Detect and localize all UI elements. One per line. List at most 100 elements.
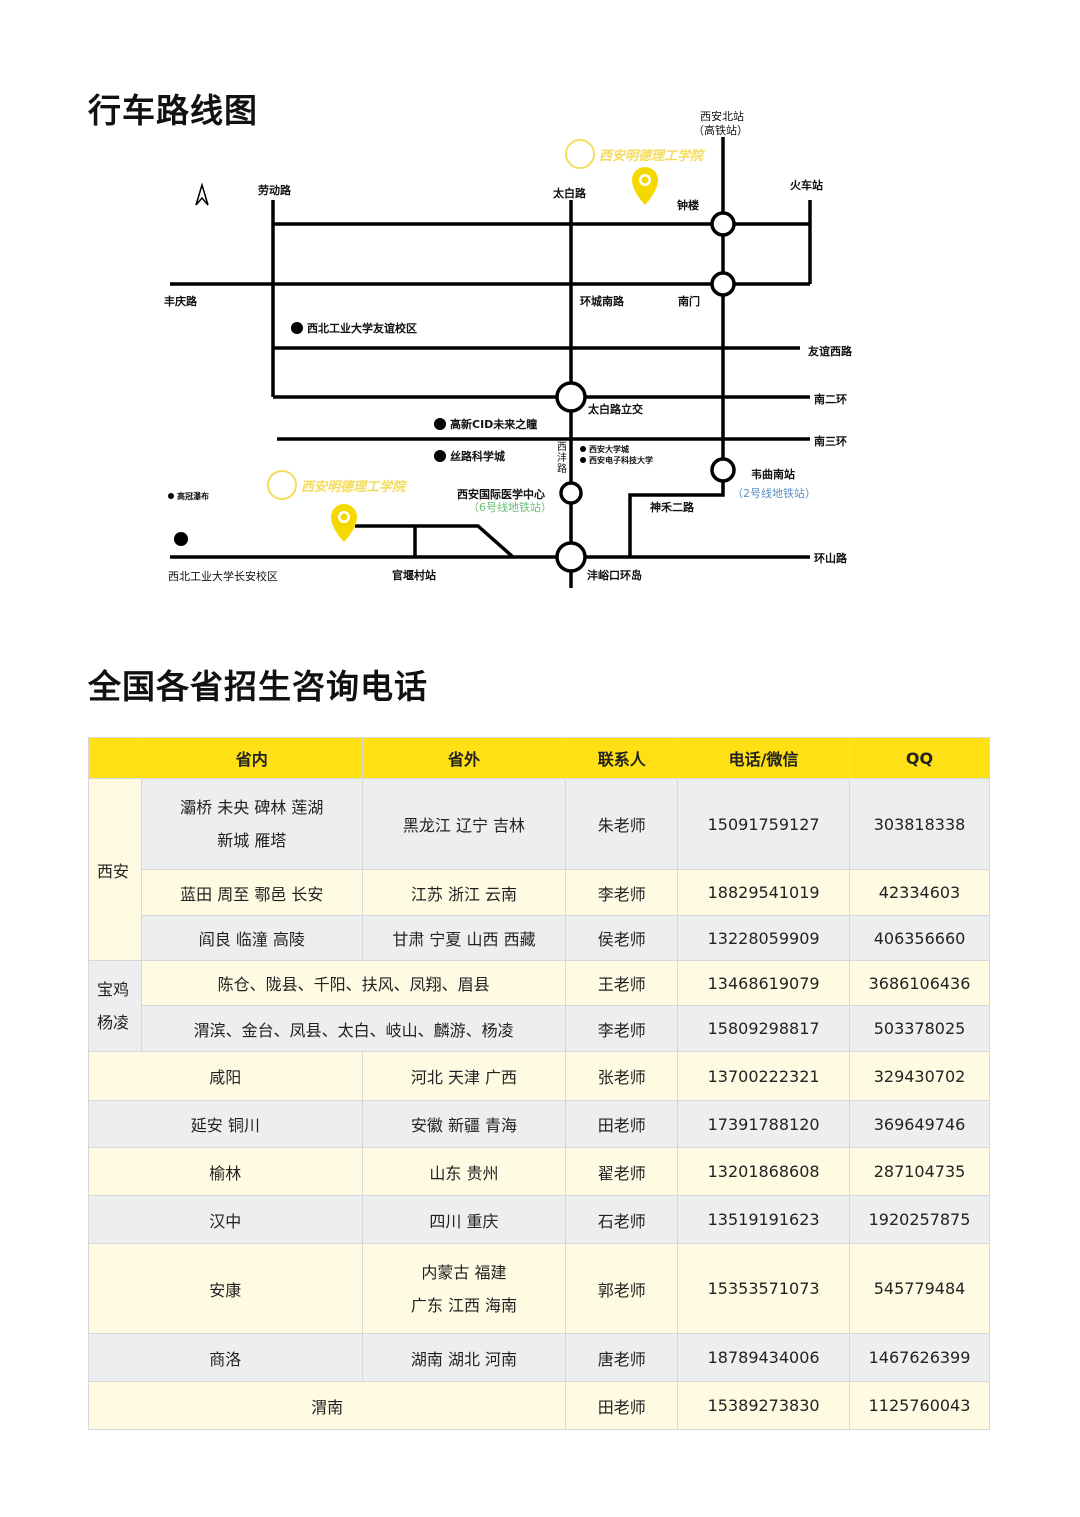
label-line6: （6号线地铁站） xyxy=(468,501,552,514)
inner-cell: 榆林 xyxy=(88,1147,363,1196)
phone-cell: 13201868608 xyxy=(677,1147,851,1196)
inner-cell: 灞桥 未央 碑林 莲湖 新城 雁塔 xyxy=(140,778,363,870)
contact-cell: 郭老师 xyxy=(565,1243,679,1334)
phone-cell: 13519191623 xyxy=(677,1195,851,1244)
inner-cell: 安康 xyxy=(88,1243,363,1334)
qq-cell: 545779484 xyxy=(849,1243,990,1334)
label-huancheng-south: 环城南路 xyxy=(580,295,624,308)
table-row: 西安 灞桥 未央 碑林 莲湖 新城 雁塔 黑龙江 辽宁 吉林 朱老师 15091… xyxy=(88,778,990,961)
group-cell: 宝鸡 杨凌 xyxy=(88,960,142,1052)
qq-cell: 42334603 xyxy=(849,869,990,916)
table-row: 蓝田 周至 鄠邑 长安 江苏 浙江 云南 李老师 18829541019 423… xyxy=(88,869,990,916)
phone-cell: 18829541019 xyxy=(677,869,851,916)
qq-cell: 503378025 xyxy=(849,1005,990,1052)
table-row: 汉中 四川 重庆 石老师 13519191623 1920257875 xyxy=(88,1195,990,1244)
label-xian-north: 西安北站 xyxy=(700,110,744,123)
inner-cell: 渭滨、金台、凤县、太白、岐山、麟游、杨凌 xyxy=(140,1005,567,1052)
phone-cell: 15809298817 xyxy=(677,1005,851,1052)
qq-cell: 3686106436 xyxy=(849,960,990,1006)
qq-cell: 406356660 xyxy=(849,915,990,961)
phone-cell: 15091759127 xyxy=(677,778,851,870)
group-cell: 西安 xyxy=(88,778,142,961)
phone-cell: 18789434006 xyxy=(677,1333,851,1382)
header-cell: 联系人 xyxy=(565,737,679,779)
station-fengyukou xyxy=(555,541,587,573)
outer-cell: 河北 天津 广西 xyxy=(361,1051,567,1101)
label-youyi-west: 友谊西路 xyxy=(808,345,852,358)
inner-cell: 咸阳 xyxy=(88,1051,363,1101)
table-header-row: 省内 省外 联系人 电话/微信 QQ xyxy=(88,737,990,779)
school-seal-icon xyxy=(565,139,595,169)
outer-cell: 黑龙江 辽宁 吉林 xyxy=(361,778,567,870)
station-taibai-overpass xyxy=(555,381,587,413)
label-silk-road: 丝路科学城 xyxy=(434,448,505,464)
label-nwpu-youyi: 西北工业大学友谊校区 xyxy=(291,320,417,336)
contact-cell: 王老师 xyxy=(565,960,679,1006)
contact-cell: 田老师 xyxy=(565,1381,679,1430)
table-row: 宝鸡 杨凌 陈仓、陇县、千阳、扶风、凤翔、眉县 王老师 13468619079 … xyxy=(88,960,990,1052)
roads xyxy=(170,137,812,588)
station-nanmen xyxy=(710,271,736,297)
contact-cell: 张老师 xyxy=(565,1051,679,1101)
school-logo: 西安明德理工学院 xyxy=(267,470,405,500)
label-huanshan: 环山路 xyxy=(814,552,847,565)
location-pin-icon xyxy=(331,504,357,542)
outer-cell: 安徽 新疆 青海 xyxy=(361,1100,567,1148)
nwpu-changan-marker xyxy=(174,532,188,546)
inner-cell: 汉中 xyxy=(88,1195,363,1244)
inner-cell: 商洛 xyxy=(88,1333,363,1382)
stations xyxy=(555,211,736,573)
label-medical-center: 西安国际医学中心 xyxy=(457,488,545,501)
contact-table: 省内 省外 联系人 电话/微信 QQ 西安 灞桥 未央 碑林 莲湖 新城 雁塔 … xyxy=(87,737,990,1430)
inner-cell: 阎良 临潼 高陵 xyxy=(140,915,363,961)
label-laodong: 劳动路 xyxy=(258,184,291,197)
label-guanyan: 官堰村站 xyxy=(392,569,436,582)
phone-cell: 17391788120 xyxy=(677,1100,851,1148)
label-railway: 火车站 xyxy=(790,179,823,192)
qq-cell: 329430702 xyxy=(849,1051,990,1101)
header-cell: 电话/微信 xyxy=(677,737,851,779)
table-row: 阎良 临潼 高陵 甘肃 宁夏 山西 西藏 侯老师 13228059909 406… xyxy=(88,915,990,961)
contact-cell: 唐老师 xyxy=(565,1333,679,1382)
label-shenhe: 神禾二路 xyxy=(650,501,694,514)
north-arrow-icon xyxy=(195,182,209,206)
station-zhonglou xyxy=(710,211,736,237)
phone-cell: 13468619079 xyxy=(677,960,851,1006)
school-seal-icon xyxy=(267,470,297,500)
qq-cell: 1920257875 xyxy=(849,1195,990,1244)
location-pin-icon xyxy=(632,167,658,205)
inner-cell: 渭南 xyxy=(87,1381,567,1430)
label-taibai: 太白路 xyxy=(553,187,586,200)
phone-cell: 15353571073 xyxy=(677,1243,851,1334)
label-nan-erhuan: 南二环 xyxy=(814,393,847,406)
contact-cell: 侯老师 xyxy=(565,915,679,961)
contact-cell: 李老师 xyxy=(565,869,679,916)
phone-cell: 13700222321 xyxy=(677,1051,851,1101)
station-weiqu xyxy=(710,457,736,483)
label-fengyukou: 沣峪口环岛 xyxy=(587,569,642,582)
label-gaoguan: 高冠瀑布 xyxy=(168,491,209,502)
table-row: 延安 铜川 安徽 新疆 青海 田老师 17391788120 369649746 xyxy=(88,1100,990,1148)
label-cid: 高新CID未来之瞳 xyxy=(434,416,537,432)
outer-cell: 湖南 湖北 河南 xyxy=(361,1333,567,1382)
outer-cell: 甘肃 宁夏 山西 西藏 xyxy=(361,915,567,961)
contact-cell: 朱老师 xyxy=(565,778,679,870)
route-map xyxy=(170,137,812,588)
qq-cell: 369649746 xyxy=(849,1100,990,1148)
road-branch xyxy=(355,524,515,559)
outer-cell: 内蒙古 福建 广东 江西 海南 xyxy=(361,1243,567,1334)
inner-cell: 延安 铜川 xyxy=(88,1100,363,1148)
map-title: 行车路线图 xyxy=(88,91,258,130)
inner-cell: 陈仓、陇县、千阳、扶风、凤翔、眉县 xyxy=(140,960,567,1006)
outer-cell: 四川 重庆 xyxy=(361,1195,567,1244)
label-nwpu-changan: 西北工业大学长安校区 xyxy=(168,570,278,583)
qq-cell: 287104735 xyxy=(849,1147,990,1196)
qq-cell: 1467626399 xyxy=(849,1333,990,1382)
station-medical xyxy=(559,481,583,505)
table-row: 渭南 田老师 15389273830 1125760043 xyxy=(87,1381,990,1430)
label-xian-north-sub: （高铁站） xyxy=(693,124,748,137)
contact-cell: 田老师 xyxy=(565,1100,679,1148)
school-logo: 西安明德理工学院 xyxy=(565,139,703,169)
label-weiqu-south: 韦曲南站 xyxy=(751,468,795,481)
